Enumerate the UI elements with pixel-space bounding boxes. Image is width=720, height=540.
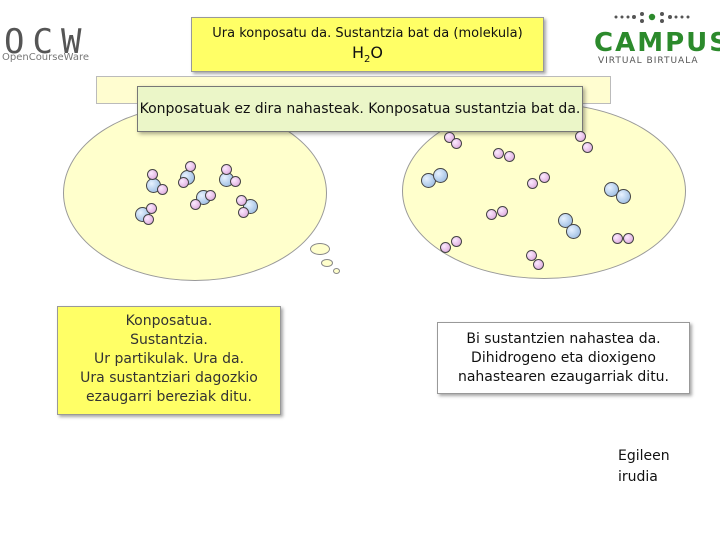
hydrogen-atom [527,178,538,189]
hydrogen-atom [185,161,196,172]
hydrogen-atom [575,131,586,142]
hydrogen-atom [147,169,158,180]
hydrogen-atom [221,164,232,175]
hydrogen-atom [504,151,515,162]
hydrogen-atom [486,209,497,220]
water-formula: H2O [192,43,543,65]
hydrogen-atom [157,184,168,195]
compound-description-box: Konposatua. Sustantzia. Ur partikulak. U… [57,306,281,415]
hydrogen-atom [451,236,462,247]
hydrogen-atom [440,242,451,253]
formula-hydrogen: H [352,43,365,62]
hydrogen-atom [143,214,154,225]
image-credit-line: irudia [618,469,658,485]
callout-box: Konposatuak ez dira nahasteak. Konposatu… [137,86,583,132]
oxygen-atom [433,168,448,183]
mixture-description-box: Bi sustantzien nahastea da. Dihidrogeno … [437,322,690,394]
hydrogen-atom [623,233,634,244]
mixture-line: Bi sustantzien nahastea da. [466,331,661,347]
hydrogen-atom [526,250,537,261]
image-credit-line: Egileen [618,448,670,464]
hydrogen-atom [190,199,201,210]
hydrogen-atom [205,190,216,201]
hydrogen-atom [178,177,189,188]
hydrogen-atom [146,203,157,214]
compound-line: Ura sustantziari dagozkio [80,370,258,386]
oxygen-atom [566,224,581,239]
thought-bubble-medium [321,259,333,267]
campus-logo-word: CAMPUS [594,28,720,58]
hydrogen-atom [582,142,593,153]
hydrogen-atom [451,138,462,149]
hydrogen-atom [236,195,247,206]
hydrogen-atom [230,176,241,187]
hydrogen-atom [444,132,455,143]
hydrogen-atom [493,148,504,159]
image-credit: Egileen irudia [618,446,670,488]
page-title: Ura konposatu da. Sustantzia bat da (mol… [212,26,523,41]
mixture-line: Dihidrogeno eta dioxigeno [471,350,656,366]
ocw-logo: OCW OpenCourseWare [0,12,110,63]
hydrogen-atom [539,172,550,183]
title-box: Ura konposatu da. Sustantzia bat da (mol… [191,17,544,72]
hydrogen-atom [612,233,623,244]
formula-oxygen: O [370,43,383,62]
compound-line: Ur partikulak. Ura da. [93,351,245,367]
ocw-logo-subtitle: OpenCourseWare [2,52,90,63]
thought-bubble-large [310,243,330,255]
hydrogen-atom [238,207,249,218]
campus-logo-subtitle: VIRTUAL BIRTUALA [598,56,699,66]
water-container-ellipse [63,105,327,281]
compound-line: Sustantzia. [130,332,208,348]
thought-bubble-small [333,268,340,274]
hydrogen-atom [533,259,544,270]
campus-virtual-logo: CAMPUS VIRTUAL BIRTUALA [590,8,720,68]
mixture-line: nahastearen ezaugarriak ditu. [457,369,670,385]
campus-logo-dots-icon [614,12,690,23]
compound-line: ezaugarri bereziak ditu. [85,389,252,405]
formula-subscript: 2 [364,54,371,66]
oxygen-atom [616,189,631,204]
ocw-logo-letters: OCW [4,22,90,62]
hydrogen-atom [497,206,508,217]
compound-line: Konposatua. [125,313,213,329]
